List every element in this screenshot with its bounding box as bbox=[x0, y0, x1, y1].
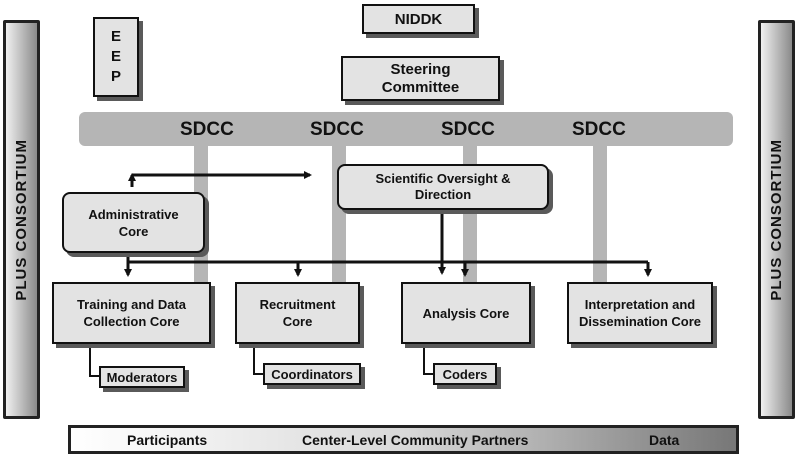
sdcc-label-4: SDCC bbox=[572, 119, 626, 140]
eep-box: E E P bbox=[93, 17, 139, 97]
coordinators-box: Coordinators bbox=[263, 363, 361, 385]
community-partners-bar: Participants Center-Level Community Part… bbox=[68, 425, 739, 454]
recruitment-core-box: Recruitment Core bbox=[235, 282, 360, 344]
data-label: Data bbox=[649, 432, 680, 448]
administrative-core-box: Administrative Core bbox=[62, 192, 205, 253]
connector-moderators bbox=[89, 343, 100, 377]
steering-committee-box: Steering Committee bbox=[341, 56, 500, 101]
plus-consortium-right: PLUS CONSORTIUM bbox=[758, 20, 795, 419]
plus-consortium-right-label: PLUS CONSORTIUM bbox=[768, 138, 785, 301]
interpretation-dissemination-core-box: Interpretation and Dissemination Core bbox=[567, 282, 713, 344]
plus-consortium-left-label: PLUS CONSORTIUM bbox=[13, 138, 30, 301]
moderators-box: Moderators bbox=[99, 366, 185, 388]
analysis-core-box: Analysis Core bbox=[401, 282, 531, 344]
sdcc-label-3: SDCC bbox=[441, 119, 495, 140]
sdcc-label-2: SDCC bbox=[310, 119, 364, 140]
connector-coordinators bbox=[253, 343, 264, 375]
sdcc-pillar-4 bbox=[593, 146, 607, 286]
participants-label: Participants bbox=[127, 432, 208, 448]
coders-box: Coders bbox=[433, 363, 497, 385]
scientific-oversight-box: Scientific Oversight & Direction bbox=[337, 164, 549, 210]
community-partners-label: Center-Level Community Partners bbox=[302, 432, 529, 448]
plus-consortium-left: PLUS CONSORTIUM bbox=[3, 20, 40, 419]
sdcc-band bbox=[79, 112, 733, 146]
sdcc-label-1: SDCC bbox=[180, 119, 234, 140]
training-data-collection-core-box: Training and Data Collection Core bbox=[52, 282, 211, 344]
connector-coders bbox=[423, 343, 434, 375]
niddk-box: NIDDK bbox=[362, 4, 475, 34]
